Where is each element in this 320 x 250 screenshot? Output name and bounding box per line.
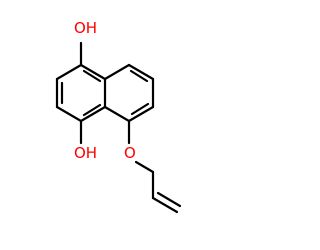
bond-c9-c10: [127, 105, 155, 123]
bond-c10-c3: [103, 105, 131, 123]
double-bond-c7-c8: [129, 69, 149, 83]
bond-c4-c5: [55, 105, 83, 123]
molecule-figure: OH OH O: [55, 19, 182, 214]
bond-ch-ch2-terminal: [151, 196, 179, 214]
oh-bottom-label: OH: [74, 144, 97, 162]
double-bond-c3-c4: [82, 103, 102, 117]
bond-o-ch2: [134, 160, 155, 174]
ether-o-label: O: [124, 144, 136, 162]
double-bond-ch-ch2-terminal: [156, 191, 182, 208]
bond-c1-c2: [79, 63, 107, 81]
oh-top-label: OH: [74, 19, 97, 37]
double-bond-c9-c10: [130, 102, 150, 116]
bond-c7-c8: [127, 63, 155, 81]
bond-c2-c7: [103, 63, 131, 81]
bond-c3-c4: [79, 105, 107, 123]
bond-c6-c1: [55, 63, 83, 81]
structure-drawing: OH OH O: [55, 19, 182, 214]
double-bond-c1-c2: [82, 69, 102, 83]
